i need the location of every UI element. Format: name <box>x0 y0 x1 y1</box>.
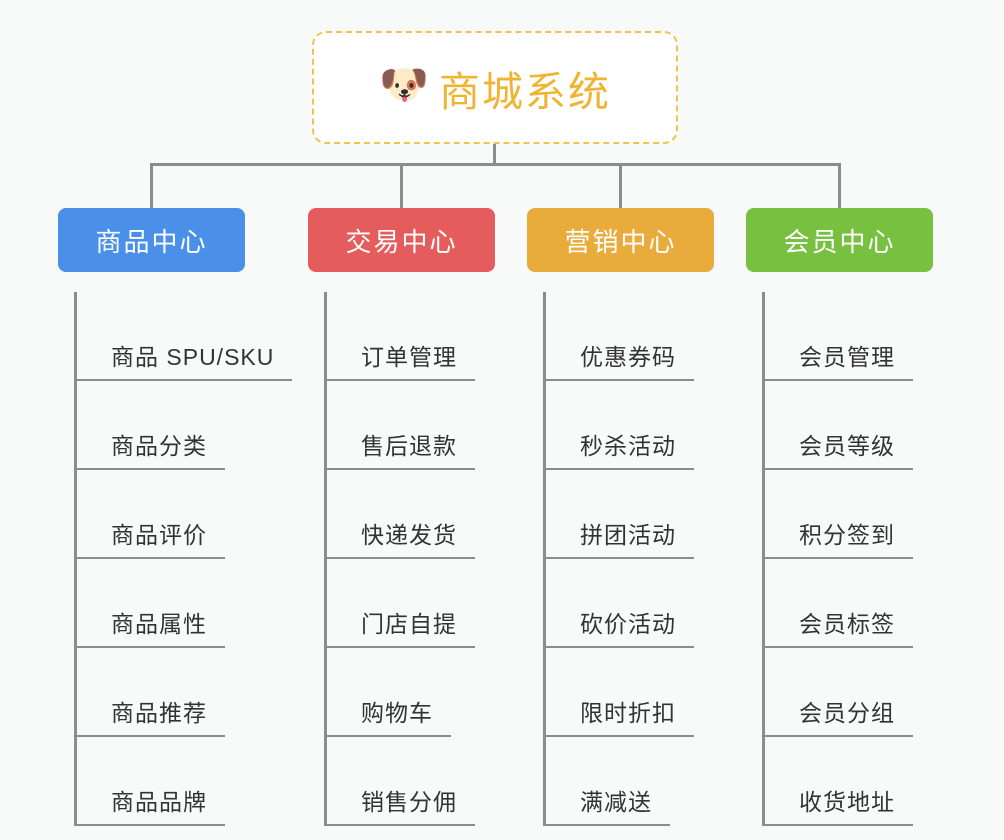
list-item[interactable]: 商品 SPU/SKU <box>77 292 293 381</box>
item-label: 销售分佣 <box>361 789 457 815</box>
item-label: 会员分组 <box>799 700 895 726</box>
item-label: 商品属性 <box>111 611 207 637</box>
branch-column-3: 营销中心 优惠券码 秒杀活动 拼团活动 砍价活动 限时折扣 满减送 <box>527 208 714 826</box>
list-item[interactable]: 快递发货 <box>327 470 495 559</box>
category-header-1[interactable]: 商品中心 <box>58 208 245 272</box>
list-item[interactable]: 积分签到 <box>765 470 933 559</box>
item-list-1: 商品 SPU/SKU 商品分类 商品评价 商品属性 商品推荐 商品品牌 <box>74 292 293 826</box>
item-label: 满减送 <box>580 789 652 815</box>
item-label: 优惠券码 <box>580 344 676 370</box>
list-item[interactable]: 商品评价 <box>77 470 245 559</box>
list-item[interactable]: 秒杀活动 <box>546 381 714 470</box>
item-label: 会员标签 <box>799 611 895 637</box>
list-item[interactable]: 会员等级 <box>765 381 933 470</box>
item-label: 商品推荐 <box>111 700 207 726</box>
item-list-2: 订单管理 售后退款 快递发货 门店自提 购物车 销售分佣 <box>324 292 495 826</box>
item-label: 订单管理 <box>361 344 457 370</box>
list-item[interactable]: 拼团活动 <box>546 470 714 559</box>
item-label: 秒杀活动 <box>580 433 676 459</box>
list-item[interactable]: 商品品牌 <box>77 737 245 826</box>
item-list-3: 优惠券码 秒杀活动 拼团活动 砍价活动 限时折扣 满减送 <box>543 292 714 826</box>
item-label: 购物车 <box>361 700 433 726</box>
connector-drop-2 <box>400 163 403 210</box>
item-label: 商品评价 <box>111 522 207 548</box>
item-label: 限时折扣 <box>580 700 676 726</box>
connector-drop-3 <box>619 163 622 210</box>
category-title: 商品中心 <box>95 226 208 257</box>
category-header-4[interactable]: 会员中心 <box>746 208 933 272</box>
list-item[interactable]: 会员管理 <box>765 292 933 381</box>
item-label: 会员管理 <box>799 344 895 370</box>
item-label: 积分签到 <box>799 522 895 548</box>
item-label: 售后退款 <box>361 433 457 459</box>
connector-root-stem <box>493 144 496 165</box>
item-label: 商品 SPU/SKU <box>111 344 275 370</box>
category-title: 会员中心 <box>783 226 896 257</box>
list-item[interactable]: 会员标签 <box>765 559 933 648</box>
list-item[interactable]: 商品分类 <box>77 381 245 470</box>
item-label: 拼团活动 <box>580 522 676 548</box>
category-title: 营销中心 <box>564 226 677 257</box>
list-item[interactable]: 收货地址 <box>765 737 933 826</box>
list-item[interactable]: 砍价活动 <box>546 559 714 648</box>
list-item[interactable]: 限时折扣 <box>546 648 714 737</box>
shiba-dog-face-icon: 🐶 <box>379 62 429 107</box>
item-label: 收货地址 <box>799 789 895 815</box>
list-item[interactable]: 销售分佣 <box>327 737 495 826</box>
item-label: 砍价活动 <box>580 611 676 637</box>
item-label: 门店自提 <box>361 611 457 637</box>
root-node[interactable]: 🐶 商城系统 <box>312 31 678 144</box>
list-item[interactable]: 优惠券码 <box>546 292 714 381</box>
item-label: 会员等级 <box>799 433 895 459</box>
list-item[interactable]: 会员分组 <box>765 648 933 737</box>
list-item[interactable]: 满减送 <box>546 737 714 826</box>
branch-column-2: 交易中心 订单管理 售后退款 快递发货 门店自提 购物车 销售分佣 <box>308 208 495 826</box>
list-item[interactable]: 门店自提 <box>327 559 495 648</box>
list-item[interactable]: 订单管理 <box>327 292 495 381</box>
list-item[interactable]: 商品属性 <box>77 559 245 648</box>
connector-drop-1 <box>150 163 153 210</box>
connector-horizontal-bus <box>150 163 841 166</box>
branch-column-4: 会员中心 会员管理 会员等级 积分签到 会员标签 会员分组 收货地址 <box>746 208 933 826</box>
branch-column-1: 商品中心 商品 SPU/SKU 商品分类 商品评价 商品属性 商品推荐 商品品牌 <box>58 208 293 826</box>
category-title: 交易中心 <box>345 226 458 257</box>
category-header-3[interactable]: 营销中心 <box>527 208 714 272</box>
list-item[interactable]: 商品推荐 <box>77 648 245 737</box>
list-item[interactable]: 售后退款 <box>327 381 495 470</box>
item-label: 商品品牌 <box>111 789 207 815</box>
category-header-2[interactable]: 交易中心 <box>308 208 495 272</box>
item-list-4: 会员管理 会员等级 积分签到 会员标签 会员分组 收货地址 <box>762 292 933 826</box>
list-item[interactable]: 购物车 <box>327 648 495 737</box>
item-label: 快递发货 <box>361 522 457 548</box>
connector-drop-4 <box>838 163 841 210</box>
item-label: 商品分类 <box>111 433 207 459</box>
root-title: 商城系统 <box>439 68 611 115</box>
